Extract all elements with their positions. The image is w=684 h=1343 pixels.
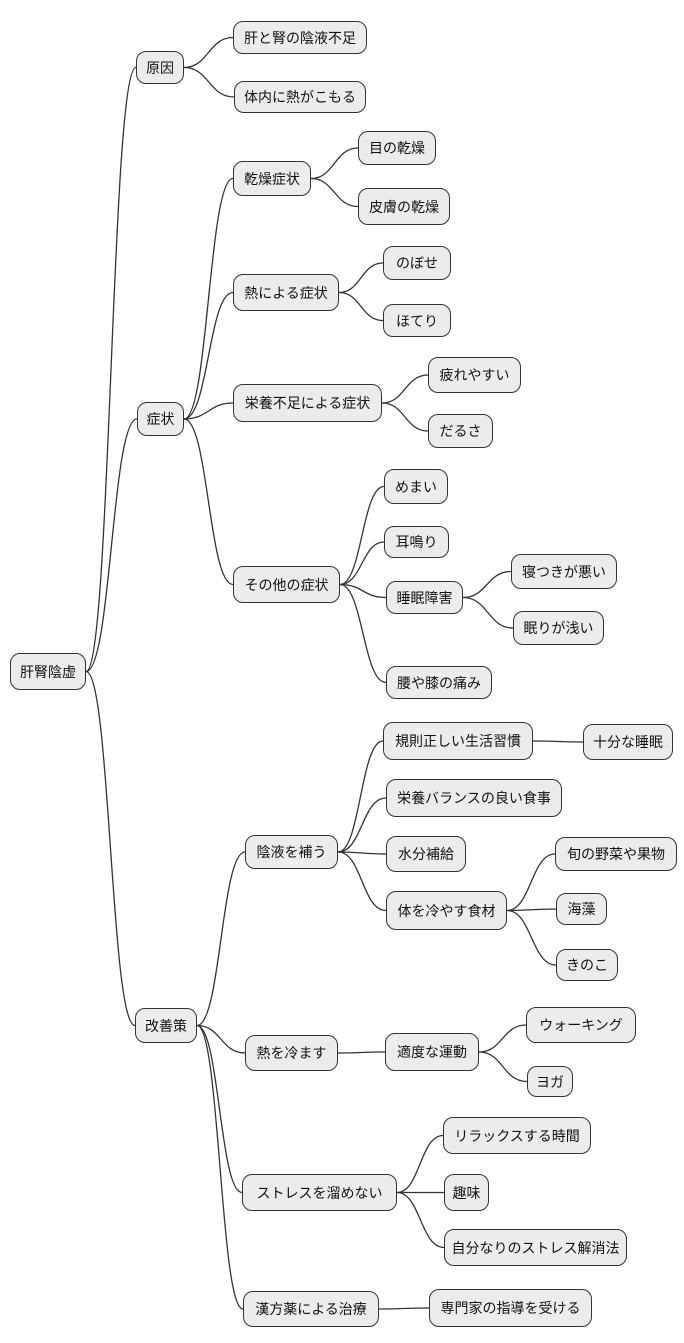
edge-sym-dry-sym-dry-1: [310, 147, 359, 180]
mindmap-node-imp-stress-1: リラックスする時間: [443, 1117, 591, 1154]
edge-imp-yin-4-imp-yin-4-1: [506, 853, 556, 912]
edge-sym-heat-sym-heat-1: [338, 262, 384, 294]
edge-sym-other-sym-other-4: [339, 583, 387, 684]
edge-imp-cool-1-imp-cool-1-1: [478, 1024, 527, 1053]
edge-root-sym: [85, 418, 138, 673]
edge-imp-yin-imp-yin-1: [337, 740, 384, 853]
mindmap-node-sym-heat: 熱による症状: [233, 274, 339, 311]
edge-root-cause: [85, 66, 137, 673]
mindmap-node-sym-other-3: 睡眠障害: [386, 581, 463, 614]
mindmap-node-sym-nutri-2: だるさ: [428, 414, 493, 448]
edge-sym-other-sym-other-1: [339, 485, 385, 586]
edge-imp-yin-imp-yin-3: [337, 851, 387, 855]
edge-imp-imp-yin: [196, 851, 246, 1027]
mindmap-node-sym-other-1: めまい: [384, 469, 448, 504]
mindmap-node-imp-yin: 陰液を補う: [245, 835, 338, 869]
mindmap-node-cause-1: 肝と腎の陰液不足: [233, 21, 367, 54]
mindmap-node-imp-yin-4: 体を冷やす食材: [386, 891, 507, 930]
edge-imp-imp-stress: [196, 1024, 243, 1194]
edge-sym-dry-sym-dry-2: [310, 177, 359, 208]
mindmap-node-imp-stress-3: 自分なりのストレス解消法: [444, 1229, 627, 1266]
mindmap-node-imp-yin-4-3: きのこ: [556, 949, 618, 981]
mindmap-node-sym-nutri: 栄養不足による症状: [233, 384, 382, 422]
mindmap-node-imp-yin-1-1: 十分な睡眠: [583, 724, 673, 760]
edge-sym-sym-dry: [183, 177, 234, 420]
mindmap-node-imp-cool-1-1: ウォーキング: [526, 1007, 636, 1043]
edge-sym-other-sym-other-3: [339, 583, 387, 599]
mindmap-node-sym: 症状: [137, 402, 184, 436]
edge-imp-yin-4-imp-yin-4-3: [506, 909, 557, 966]
mindmap-node-imp-cool-1-2: ヨガ: [527, 1066, 573, 1097]
mindmap-node-sym-other: その他の症状: [233, 566, 340, 603]
mindmap-node-imp-kampo-1: 専門家の指導を受ける: [429, 1289, 592, 1327]
edge-imp-yin-imp-yin-4: [337, 851, 387, 912]
edge-sym-sym-nutri: [183, 402, 234, 420]
edge-imp-cool-1-imp-cool-1-2: [478, 1051, 528, 1083]
edge-imp-imp-kampo: [196, 1024, 244, 1310]
edge-sym-other-3-sleep-2: [462, 596, 514, 629]
edge-sym-sym-heat: [183, 291, 234, 420]
edge-imp-yin-1-imp-yin-1-1: [532, 740, 584, 743]
edge-sym-nutri-sym-nutri-1: [381, 374, 429, 404]
edge-imp-yin-imp-yin-2: [337, 797, 387, 853]
mindmap-node-imp: 改善策: [135, 1008, 197, 1043]
edge-sym-sym-other: [183, 418, 234, 586]
mindmap-node-imp-yin-1: 規則正しい生活習慣: [383, 722, 533, 760]
edge-root-imp: [85, 670, 136, 1027]
mindmap-node-imp-yin-4-1: 旬の野菜や果物: [555, 837, 677, 871]
mindmap-node-sym-heat-2: ほてり: [383, 304, 451, 337]
mindmap-node-sleep-2: 眠りが浅い: [513, 611, 604, 645]
edge-sym-other-3-sleep-1: [462, 570, 512, 599]
mindmap-node-imp-yin-2: 栄養バランスの良い食事: [386, 779, 562, 817]
mindmap-node-sym-other-2: 耳鳴り: [384, 526, 449, 558]
mindmap-node-sym-dry-1: 目の乾燥: [358, 131, 436, 165]
mindmap-node-imp-stress-2: 趣味: [444, 1174, 489, 1211]
edge-cause-cause-1: [183, 36, 234, 69]
edge-sym-heat-sym-heat-2: [338, 291, 384, 322]
edge-imp-kampo-imp-kampo-1: [378, 1307, 430, 1310]
mindmap-node-imp-kampo: 漢方薬による治療: [243, 1291, 379, 1327]
mindmap-node-sleep-1: 寝つきが悪い: [511, 554, 617, 589]
edge-imp-yin-4-imp-yin-4-2: [506, 908, 557, 912]
edge-imp-stress-imp-stress-3: [396, 1191, 445, 1249]
mindmap-node-sym-heat-1: のぼせ: [383, 246, 451, 280]
mindmap-node-imp-cool: 熱を冷ます: [245, 1035, 338, 1071]
mindmap-node-sym-other-4: 腰や膝の痛み: [386, 666, 492, 699]
edge-sym-nutri-sym-nutri-2: [381, 402, 429, 432]
mindmap-node-cause: 原因: [136, 51, 184, 84]
mindmap-node-sym-nutri-1: 疲れやすい: [428, 357, 521, 393]
mindmap-node-imp-yin-3: 水分補給: [386, 836, 466, 872]
edge-imp-cool-imp-cool-1: [337, 1051, 386, 1054]
edge-sym-other-sym-other-2: [339, 541, 385, 586]
mindmap-node-imp-cool-1: 適度な運動: [385, 1033, 479, 1071]
mindmap-node-imp-stress: ストレスを溜めない: [242, 1174, 397, 1211]
mindmap-node-sym-dry-2: 皮膚の乾燥: [358, 188, 450, 225]
mindmap-node-cause-2: 体内に熱がこもる: [234, 81, 366, 113]
mindmap-node-sym-dry: 乾燥症状: [233, 161, 311, 196]
edge-imp-imp-cool: [196, 1024, 246, 1054]
edge-cause-cause-2: [183, 66, 235, 98]
edge-imp-stress-imp-stress-1: [396, 1134, 444, 1194]
mindmap-node-root: 肝腎陰虚: [10, 653, 86, 690]
mindmap-node-imp-yin-4-2: 海藻: [556, 893, 607, 925]
